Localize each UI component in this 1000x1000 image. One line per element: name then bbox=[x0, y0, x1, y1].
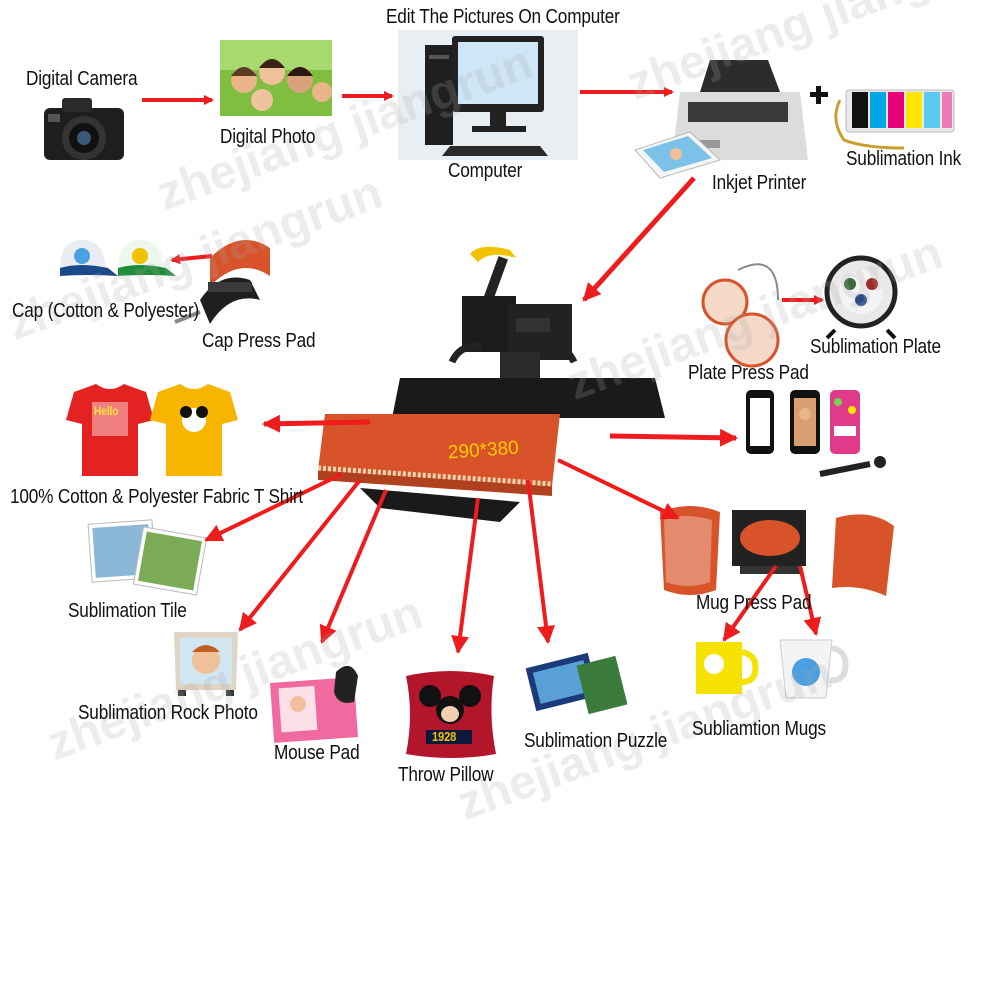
label-rock-photo: Sublimation Rock Photo bbox=[78, 702, 258, 724]
red-shirt-text: Hello bbox=[94, 404, 119, 418]
camera-icon bbox=[44, 98, 124, 160]
label-computer: Computer bbox=[448, 160, 523, 182]
label-tshirt: 100% Cotton & Polyester Fabric T Shirt bbox=[10, 486, 304, 508]
label-puzzle: Sublimation Puzzle bbox=[524, 730, 668, 752]
red-tshirt-icon bbox=[66, 384, 154, 476]
label-sublimation-tile: Sublimation Tile bbox=[68, 600, 187, 622]
mouse-pad-icon bbox=[270, 665, 358, 743]
plus-icon bbox=[810, 86, 828, 104]
label-mouse-pad: Mouse Pad bbox=[274, 742, 360, 764]
arrow-printer-to-press bbox=[582, 176, 696, 302]
heat-press-icon bbox=[317, 246, 665, 522]
label-inkjet-printer: Inkjet Printer bbox=[712, 172, 807, 194]
throw-pillow-icon bbox=[406, 671, 496, 758]
pillow-number: 1928 bbox=[432, 729, 457, 744]
mug-press-pad-icon bbox=[660, 456, 894, 596]
arrow-press-to-phone bbox=[609, 428, 738, 447]
label-mug-press-pad: Mug Press Pad bbox=[696, 592, 812, 614]
computer-icon bbox=[398, 30, 578, 160]
flow-arrows bbox=[142, 87, 824, 654]
sublimation-tile-icon bbox=[87, 519, 208, 596]
arrow-cappad-to-cap bbox=[170, 254, 213, 265]
label-mugs: Subliamtion Mugs bbox=[692, 718, 826, 740]
plate-press-pad-icon bbox=[701, 263, 780, 368]
cap-press-pad-icon bbox=[174, 240, 270, 324]
arrow-press-to-mousepad bbox=[319, 489, 388, 644]
yellow-tshirt-icon bbox=[150, 384, 238, 476]
arrow-press-to-puzzle bbox=[526, 479, 555, 644]
arrow-press-to-tile bbox=[204, 472, 343, 542]
arrow-mugpress-to-yellowmug bbox=[722, 564, 778, 642]
cap-icon bbox=[60, 240, 176, 276]
puzzle-icon bbox=[525, 652, 628, 715]
label-digital-camera: Digital Camera bbox=[26, 68, 138, 90]
label-cap-press-pad: Cap Press Pad bbox=[202, 330, 316, 352]
sublimation-plate-icon bbox=[824, 255, 898, 340]
label-sublimation-ink: Sublimation Ink bbox=[846, 148, 962, 170]
phone-cases-icon bbox=[746, 390, 860, 454]
arrow-press-to-mugpress bbox=[557, 458, 680, 520]
label-edit-pictures: Edit The Pictures On Computer bbox=[386, 6, 620, 28]
photo-icon bbox=[220, 40, 332, 116]
label-sublimation-plate: Sublimation Plate bbox=[810, 336, 941, 358]
arrow-mugpress-to-whitemug bbox=[798, 565, 822, 636]
label-digital-photo: Digital Photo bbox=[220, 126, 316, 148]
label-throw-pillow: Throw Pillow bbox=[398, 764, 494, 786]
label-plate-press-pad: Plate Press Pad bbox=[688, 362, 809, 384]
arrow-press-to-rock bbox=[238, 478, 362, 632]
mugs-icon bbox=[696, 639, 849, 699]
arrow-press-to-tshirt bbox=[262, 414, 371, 433]
arrow-press-to-pillow bbox=[451, 497, 480, 654]
ink-tanks-icon bbox=[834, 89, 955, 150]
rock-photo-icon bbox=[174, 632, 238, 696]
printer-icon bbox=[634, 60, 808, 179]
label-cap: Cap (Cotton & Polyester) bbox=[12, 300, 200, 322]
